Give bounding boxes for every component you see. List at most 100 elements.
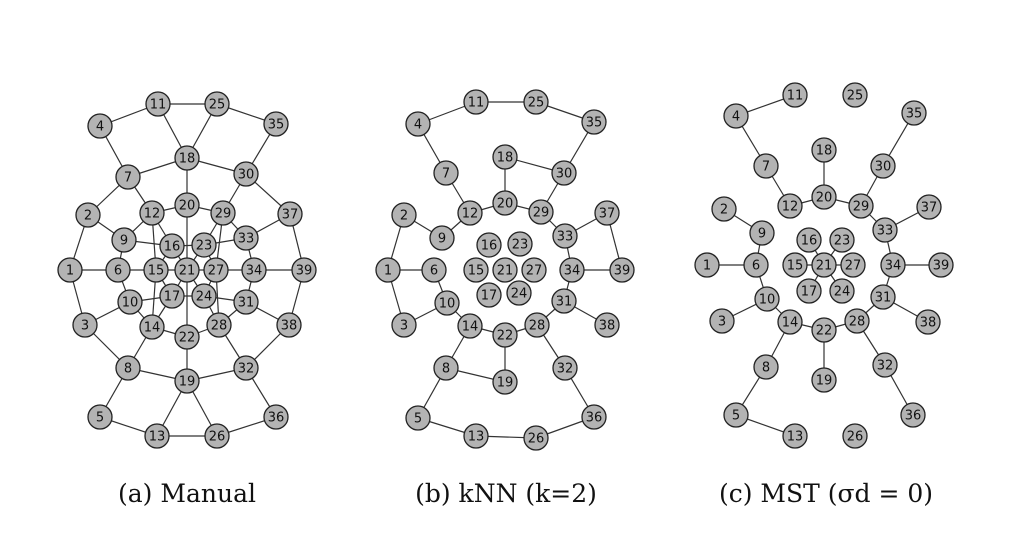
node-circle	[900, 402, 926, 428]
node-circle	[551, 288, 577, 314]
node-circle	[87, 113, 113, 139]
node-circle	[233, 161, 259, 187]
node-label: 7	[442, 167, 450, 182]
node-circle	[139, 314, 165, 340]
node-circle	[159, 233, 185, 259]
node-label: 12	[462, 207, 479, 222]
node-37: 37	[916, 194, 942, 220]
node-circle	[559, 257, 585, 283]
node-circle	[880, 252, 906, 278]
node-label: 10	[439, 297, 456, 312]
node-circle	[174, 145, 200, 171]
node-circle	[844, 308, 870, 334]
node-label: 14	[462, 320, 479, 335]
node-26: 26	[204, 423, 230, 449]
node-label: 25	[847, 89, 864, 104]
node-label: 35	[268, 118, 285, 133]
node-label: 14	[144, 321, 161, 336]
node-label: 23	[834, 234, 851, 249]
node-label: 20	[179, 199, 196, 214]
node-circle	[777, 193, 803, 219]
node-38: 38	[915, 309, 941, 335]
node-7: 7	[433, 160, 459, 186]
node-circle	[594, 200, 620, 226]
node-circle	[842, 82, 868, 108]
node-circle	[75, 202, 101, 228]
node-label: 15	[468, 264, 485, 279]
node-4: 4	[87, 113, 113, 139]
panel-c-nodes: 1234567891011121314151617181920212223242…	[694, 82, 954, 449]
node-label: 35	[586, 116, 603, 131]
node-label: 25	[528, 96, 545, 111]
node-label: 18	[179, 152, 196, 167]
node-32: 32	[233, 355, 259, 381]
node-2: 2	[391, 202, 417, 228]
node-circle	[277, 201, 303, 227]
node-label: 17	[481, 289, 498, 304]
node-label: 2	[720, 203, 728, 218]
node-circle	[233, 225, 259, 251]
node-22: 22	[811, 317, 837, 343]
node-circle	[476, 282, 502, 308]
node-circle	[463, 257, 489, 283]
node-circle	[492, 257, 518, 283]
node-circle	[552, 223, 578, 249]
node-label: 25	[209, 98, 226, 113]
node-label: 31	[238, 296, 255, 311]
node-label: 37	[282, 208, 299, 223]
node-19: 19	[492, 369, 518, 395]
node-circle	[872, 217, 898, 243]
node-label: 28	[529, 319, 546, 334]
node-circle	[870, 284, 896, 310]
node-20: 20	[492, 190, 518, 216]
node-5: 5	[87, 404, 113, 430]
node-label: 7	[762, 160, 770, 175]
caption-b: (b) kNN (k=2)	[415, 479, 597, 508]
node-circle	[581, 404, 607, 430]
node-25: 25	[204, 91, 230, 117]
node-circle	[144, 423, 170, 449]
node-label: 21	[816, 259, 833, 274]
panel-b-nodes: 1234567891011121314151617181920212223242…	[375, 89, 635, 451]
node-2: 2	[711, 196, 737, 222]
node-35: 35	[581, 109, 607, 135]
node-label: 8	[442, 362, 450, 377]
node-label: 34	[885, 259, 902, 274]
node-label: 34	[564, 264, 581, 279]
node-2: 2	[75, 202, 101, 228]
node-9: 9	[749, 220, 775, 246]
node-label: 38	[281, 319, 298, 334]
node-circle	[754, 286, 780, 312]
node-34: 34	[880, 252, 906, 278]
node-9: 9	[111, 227, 137, 253]
node-circle	[476, 232, 502, 258]
node-label: 5	[96, 411, 104, 426]
node-16: 16	[476, 232, 502, 258]
node-35: 35	[263, 111, 289, 137]
node-circle	[117, 289, 143, 315]
node-label: 27	[526, 264, 543, 279]
node-label: 23	[512, 238, 529, 253]
panel-b: 1234567891011121314151617181920212223242…	[375, 89, 635, 508]
panel-a-nodes: 1234567891011121314151617181920212223242…	[57, 91, 317, 449]
node-31: 31	[870, 284, 896, 310]
node-circle	[609, 257, 635, 283]
node-14: 14	[457, 313, 483, 339]
node-circle	[457, 313, 483, 339]
node-circle	[594, 312, 620, 338]
node-circle	[581, 109, 607, 135]
node-label: 30	[556, 167, 573, 182]
node-circle	[829, 278, 855, 304]
node-circle	[694, 252, 720, 278]
node-label: 8	[124, 362, 132, 377]
node-39: 39	[291, 257, 317, 283]
node-37: 37	[277, 201, 303, 227]
node-circle	[291, 257, 317, 283]
node-label: 2	[400, 209, 408, 224]
node-33: 33	[233, 225, 259, 251]
node-label: 18	[497, 151, 514, 166]
node-label: 4	[96, 120, 104, 135]
node-27: 27	[840, 252, 866, 278]
node-label: 39	[614, 264, 631, 279]
node-circle	[743, 252, 769, 278]
